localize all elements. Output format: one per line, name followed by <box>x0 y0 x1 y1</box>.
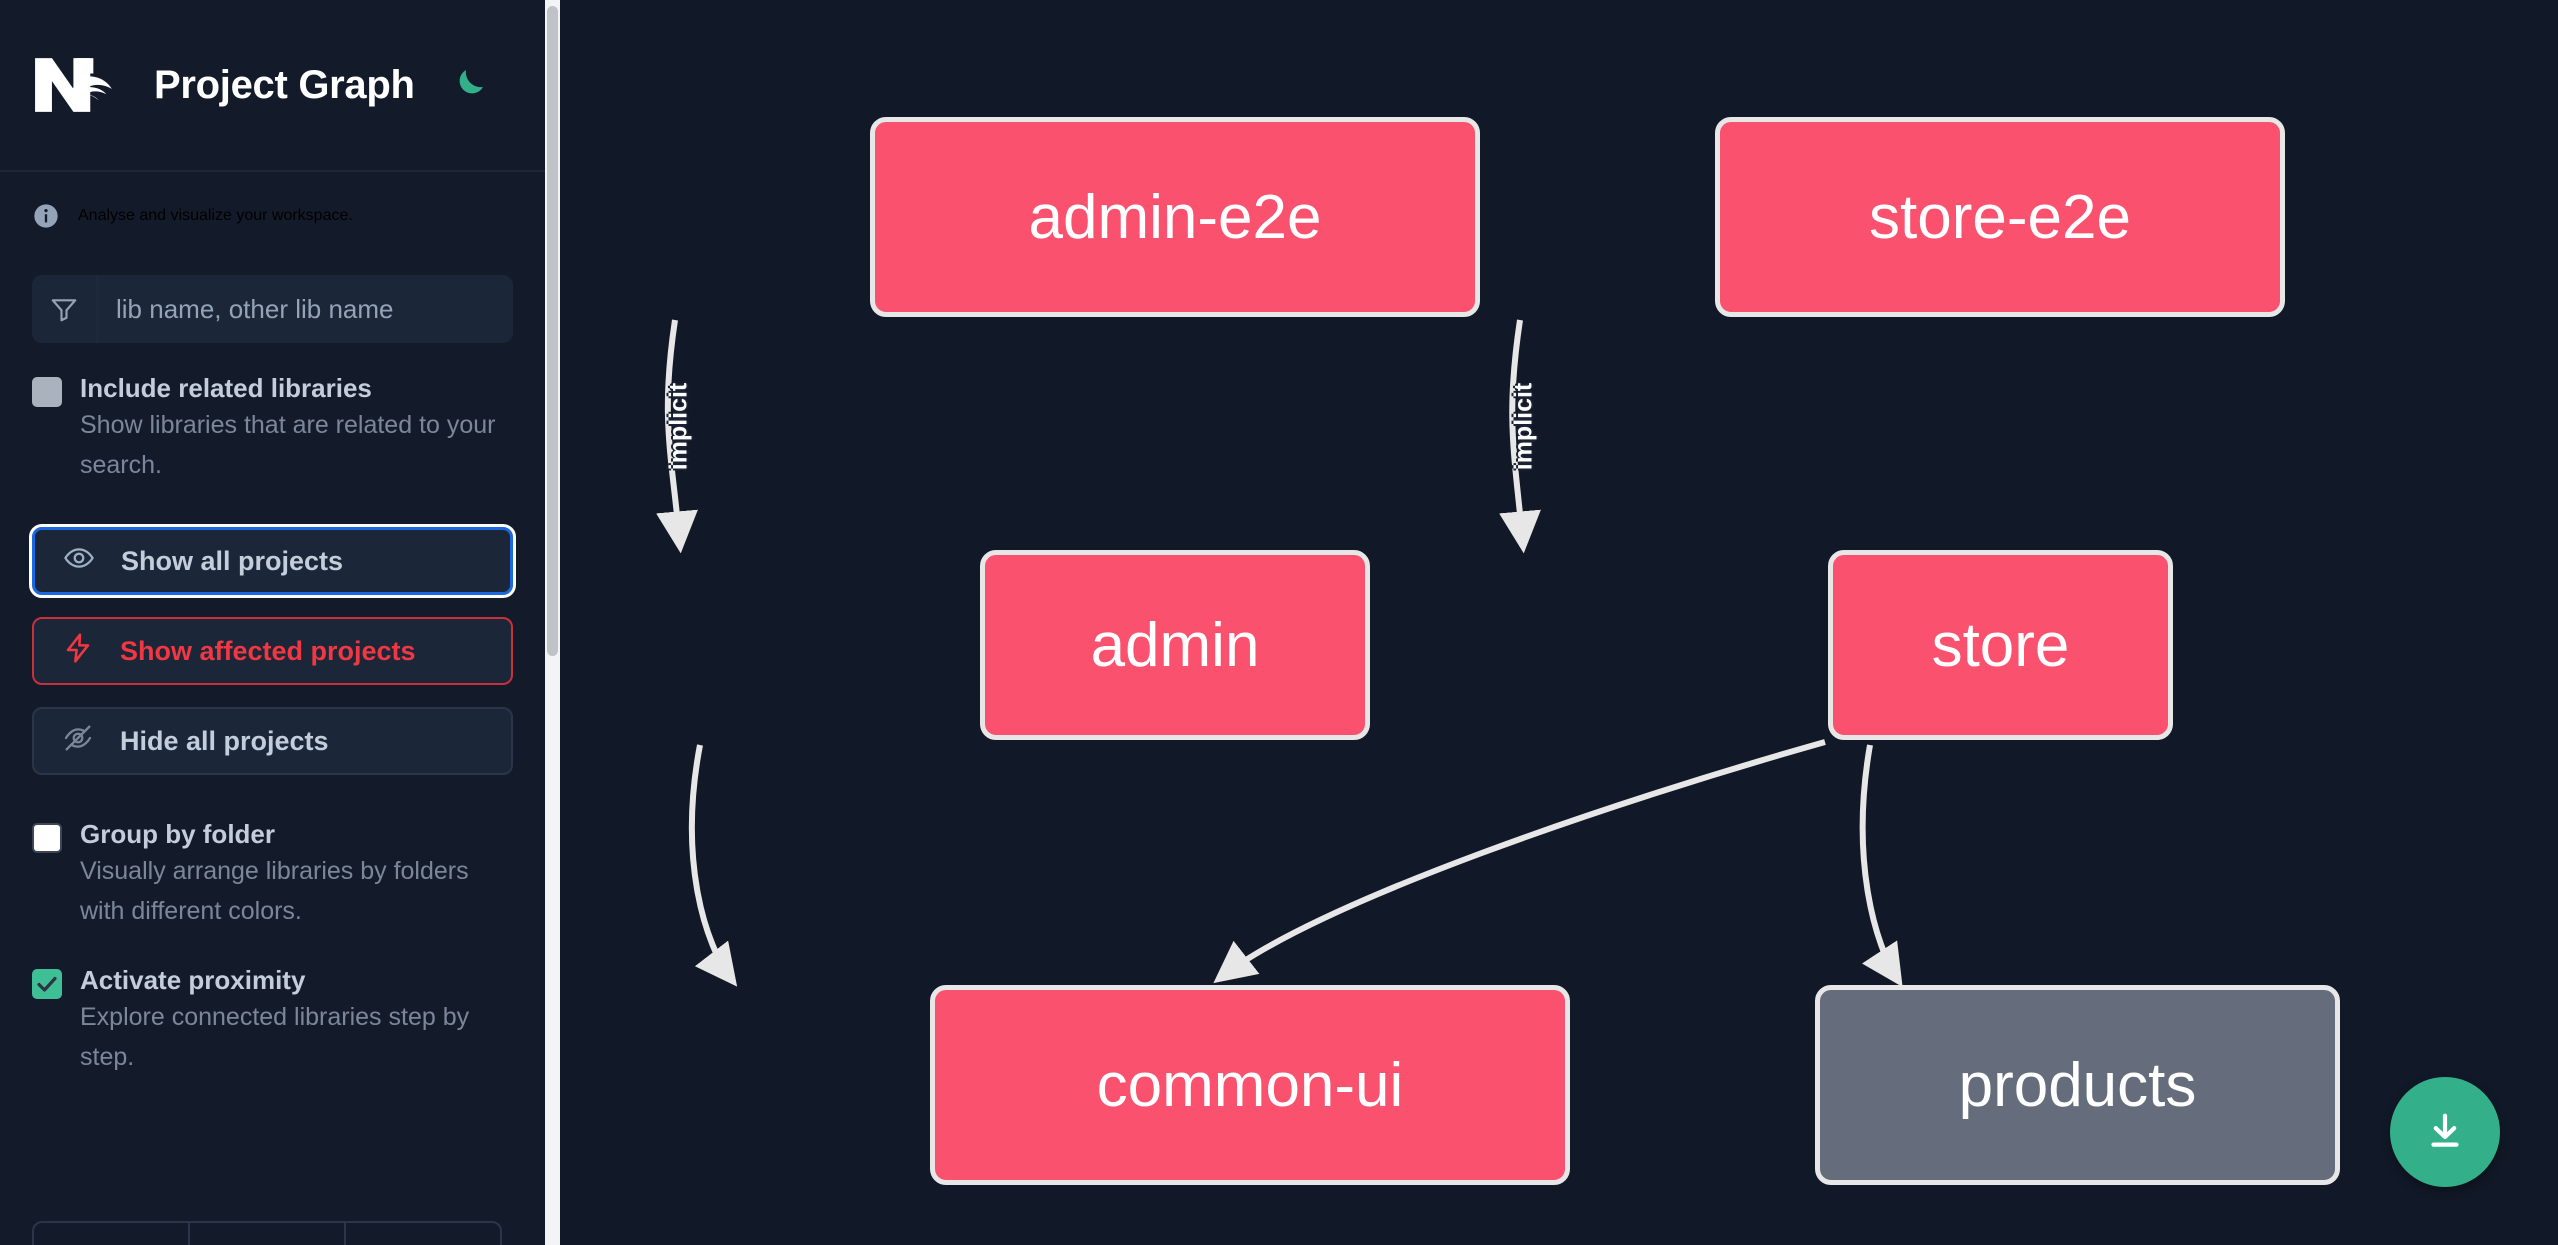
download-icon <box>2431 1113 2459 1147</box>
hide-all-projects-button[interactable]: Hide all projects <box>32 707 513 775</box>
edge-admin-e2e-admin <box>656 319 698 554</box>
lightning-bolt-icon <box>62 632 94 671</box>
node-label: common-ui <box>1096 1050 1404 1120</box>
sidebar-header: Project Graph <box>0 0 545 172</box>
show-all-projects-button[interactable]: Show all projects <box>29 524 516 598</box>
option-description: Explore connected libraries step by step… <box>80 1003 470 1071</box>
node-label: store-e2e <box>1869 182 2131 252</box>
edge-label-implicit-admin: implicit <box>664 382 693 471</box>
search-input[interactable] <box>98 275 513 343</box>
sidebar-scrollbar[interactable] <box>545 0 560 1245</box>
activate-proximity-checkbox[interactable] <box>32 969 62 999</box>
node-label: store <box>1931 610 2070 680</box>
filter-funnel-icon <box>32 275 98 343</box>
node-label: admin-e2e <box>1028 182 1322 252</box>
graph-edges <box>656 319 1903 988</box>
sidebar-scrollbar-thumb[interactable] <box>547 6 558 656</box>
page-title: Project Graph <box>154 62 415 107</box>
project-visibility-buttons: Show all projects Show affected projects <box>29 524 516 775</box>
node-label: admin <box>1090 610 1260 680</box>
sidebar-info-text: Analyse and visualize your workspace. <box>78 207 353 224</box>
segment-3[interactable] <box>346 1223 500 1245</box>
option-label: Include related libraries <box>80 373 372 403</box>
nx-logo-icon <box>32 55 124 115</box>
option-include-related-libraries[interactable]: Include related libraries Show libraries… <box>0 371 545 485</box>
eye-icon <box>63 542 95 581</box>
moon-icon[interactable] <box>445 62 491 108</box>
sidebar: Project Graph Analyse and visualize yo <box>0 0 560 1245</box>
info-icon <box>32 202 60 230</box>
edge-store-common-ui <box>1213 739 1826 984</box>
button-label: Show all projects <box>121 545 344 576</box>
graph-node-admin-e2e[interactable]: admin-e2e <box>870 117 1480 317</box>
edge-label-implicit-store: implicit <box>1509 382 1538 471</box>
graph-node-admin[interactable]: admin <box>980 550 1370 740</box>
edge-admin-common-ui <box>688 744 738 987</box>
graph-node-store-e2e[interactable]: store-e2e <box>1715 117 2285 317</box>
option-description: Visually arrange libraries by folders wi… <box>80 857 469 925</box>
edge-store-e2e-store <box>1499 319 1541 554</box>
sidebar-info: Analyse and visualize your workspace. <box>0 172 545 230</box>
include-related-libraries-checkbox[interactable] <box>32 377 62 407</box>
sidebar-content: Project Graph Analyse and visualize yo <box>0 0 545 1245</box>
graph-canvas[interactable]: admin-e2e store-e2e admin store common-u… <box>560 0 2558 1245</box>
graph-node-common-ui[interactable]: common-ui <box>930 985 1570 1185</box>
button-label: Hide all projects <box>120 725 329 756</box>
node-label: products <box>1958 1050 2197 1120</box>
segment-1[interactable] <box>34 1223 190 1245</box>
edge-store-products <box>1859 744 1903 988</box>
button-label: Show affected projects <box>120 635 416 666</box>
option-label: Group by folder <box>80 819 275 849</box>
show-affected-projects-button[interactable]: Show affected projects <box>32 617 513 685</box>
segment-2[interactable] <box>190 1223 346 1245</box>
eye-off-icon <box>62 722 94 761</box>
search-field[interactable] <box>32 275 513 343</box>
text-filter-segmented-control[interactable] <box>32 1221 502 1245</box>
group-by-folder-checkbox[interactable] <box>32 823 62 853</box>
option-label: Activate proximity <box>80 965 306 995</box>
graph-node-products[interactable]: products <box>1815 985 2340 1185</box>
option-group-by-folder[interactable]: Group by folder Visually arrange librari… <box>0 817 545 931</box>
option-description: Show libraries that are related to your … <box>80 411 496 479</box>
graph-node-store[interactable]: store <box>1828 550 2173 740</box>
option-activate-proximity[interactable]: Activate proximity Explore connected lib… <box>0 963 545 1077</box>
download-graph-button[interactable] <box>2390 1077 2500 1187</box>
